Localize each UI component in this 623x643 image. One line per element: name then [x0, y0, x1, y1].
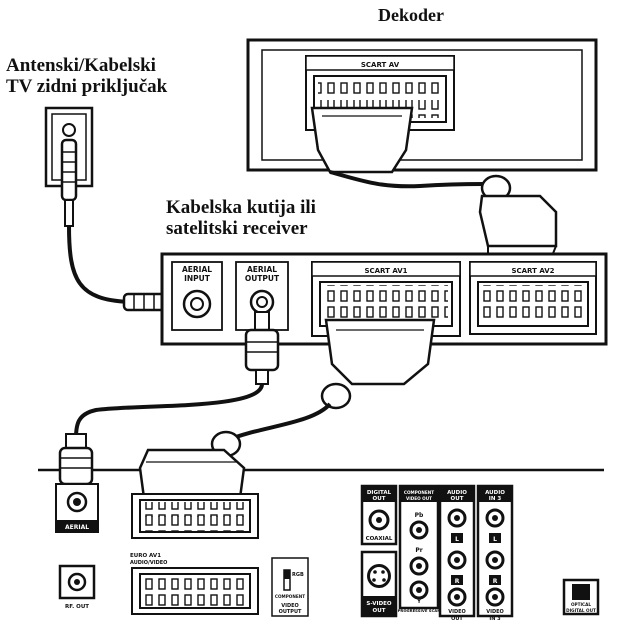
audio-in-r-label: R — [493, 578, 498, 585]
component-video-out-ports[interactable]: COMPONENT VIDEO OUT Pb Pr Y PROGRESSIVE … — [398, 484, 441, 613]
receiver-label-line2: satelitski receiver — [166, 217, 308, 239]
y-label: Y — [416, 599, 421, 605]
audio-in-ports[interactable]: AUDIO IN 3 L R VIDEO IN 3 — [476, 484, 514, 622]
digital-out-label-1: DIGITAL — [367, 490, 392, 496]
rf-out-label: RF. OUT — [65, 604, 89, 610]
receiver-label-line1: Kabelska kutija ili — [166, 197, 316, 218]
digital-out-coaxial-port[interactable]: DIGITAL OUT COAXIAL — [360, 484, 398, 546]
player-aerial-plug — [58, 433, 94, 486]
s-video-label-1: S-VIDEO — [366, 601, 391, 607]
s-video-out-port[interactable]: S-VIDEO OUT — [360, 550, 398, 618]
audio-out-ports[interactable]: AUDIO OUT L R VIDEO OUT — [438, 484, 476, 622]
optical-label-1: OPTICAL — [571, 602, 591, 607]
component-video-out-label-2: VIDEO OUT — [406, 496, 432, 501]
audio-out-label-2: OUT — [451, 496, 464, 502]
progressive-scan-label: PROGRESSIVE SCAN — [398, 608, 441, 613]
video-in-label-1: VIDEO — [486, 609, 504, 615]
digital-out-label-2: OUT — [373, 496, 386, 502]
component-video-out-label-1: COMPONENT — [404, 490, 434, 495]
video-output-label-2: OUTPUT — [279, 609, 302, 615]
aerial-output-label-2: OUTPUT — [245, 274, 280, 283]
rf-out-port[interactable]: RF. OUT — [58, 564, 96, 610]
scart-cable — [227, 402, 332, 442]
aerial-input-port[interactable]: AERIAL INPUT — [171, 261, 223, 331]
wall-socket-label-line1: Antenski/Kabelski — [6, 55, 156, 76]
aerial-input-label-2: INPUT — [184, 274, 211, 283]
decoder-scart-plug — [310, 106, 485, 189]
euro-av1-label-1: EURO AV1 — [130, 553, 161, 559]
receiver-scart-av1-plug — [320, 318, 436, 410]
aerial-input-label-1: AERIAL — [182, 265, 212, 274]
optical-digital-out-port[interactable]: OPTICAL DIGITAL OUT — [562, 578, 600, 616]
antenna-cable-out — [74, 383, 264, 439]
component-progressive-label: COMPONENT — [275, 594, 305, 599]
aerial-output-plug — [244, 311, 280, 385]
aerial-output-label-1: AERIAL — [247, 265, 277, 274]
receiver-scart-av2-port[interactable]: SCART AV2 — [469, 261, 597, 335]
player-aerial-port[interactable]: AERIAL — [55, 483, 99, 533]
pb-label: Pb — [415, 512, 424, 519]
receiver-scart-av2-plug — [478, 174, 558, 257]
euro-av1-label-2: AUDIO/VIDEO — [130, 560, 167, 566]
scart-av1-label: SCART AV1 — [364, 267, 407, 275]
euro-scart-plug — [138, 430, 246, 500]
scart-av2-label: SCART AV2 — [511, 267, 554, 275]
euro-av1-port[interactable]: EURO AV1 AUDIO/VIDEO — [130, 553, 259, 615]
audio-out-l-label: L — [455, 536, 459, 543]
video-in-label-2: IN 3 — [489, 616, 501, 622]
wall-socket — [44, 106, 94, 227]
video-out-label-2: OUT — [451, 616, 463, 622]
audio-out-label-1: AUDIO — [447, 490, 467, 496]
s-video-label-2: OUT — [373, 608, 386, 614]
video-output-label-1: VIDEO — [281, 603, 299, 609]
audio-out-r-label: R — [455, 578, 460, 585]
player-aerial-label: AERIAL — [65, 524, 89, 531]
pr-label: Pr — [415, 547, 422, 554]
antenna-cable-in — [67, 225, 131, 304]
video-out-label-1: VIDEO — [448, 609, 466, 615]
wall-socket-label-line2: TV zidni priključak — [6, 75, 168, 97]
video-output-switch[interactable]: RGB COMPONENT VIDEO OUTPUT — [271, 557, 309, 617]
rgb-label: RGB — [292, 572, 304, 578]
optical-label-2: DIGITAL OUT — [566, 608, 596, 613]
decoder-label: Dekoder — [378, 5, 444, 25]
coaxial-label: COAXIAL — [366, 536, 393, 542]
wall-socket-label: Antenski/Kabelski TV zidni priključak — [6, 55, 168, 98]
audio-in-label-1: AUDIO — [485, 490, 505, 496]
decoder-scart-label: SCART AV — [361, 61, 400, 69]
audio-in-label-2: IN 3 — [489, 496, 502, 502]
receiver-label: Kabelska kutija ili satelitski receiver — [166, 197, 316, 240]
decoder-device: SCART AV — [246, 38, 598, 172]
euro-scart-port-top[interactable] — [131, 493, 259, 539]
audio-in-l-label: L — [493, 536, 497, 543]
